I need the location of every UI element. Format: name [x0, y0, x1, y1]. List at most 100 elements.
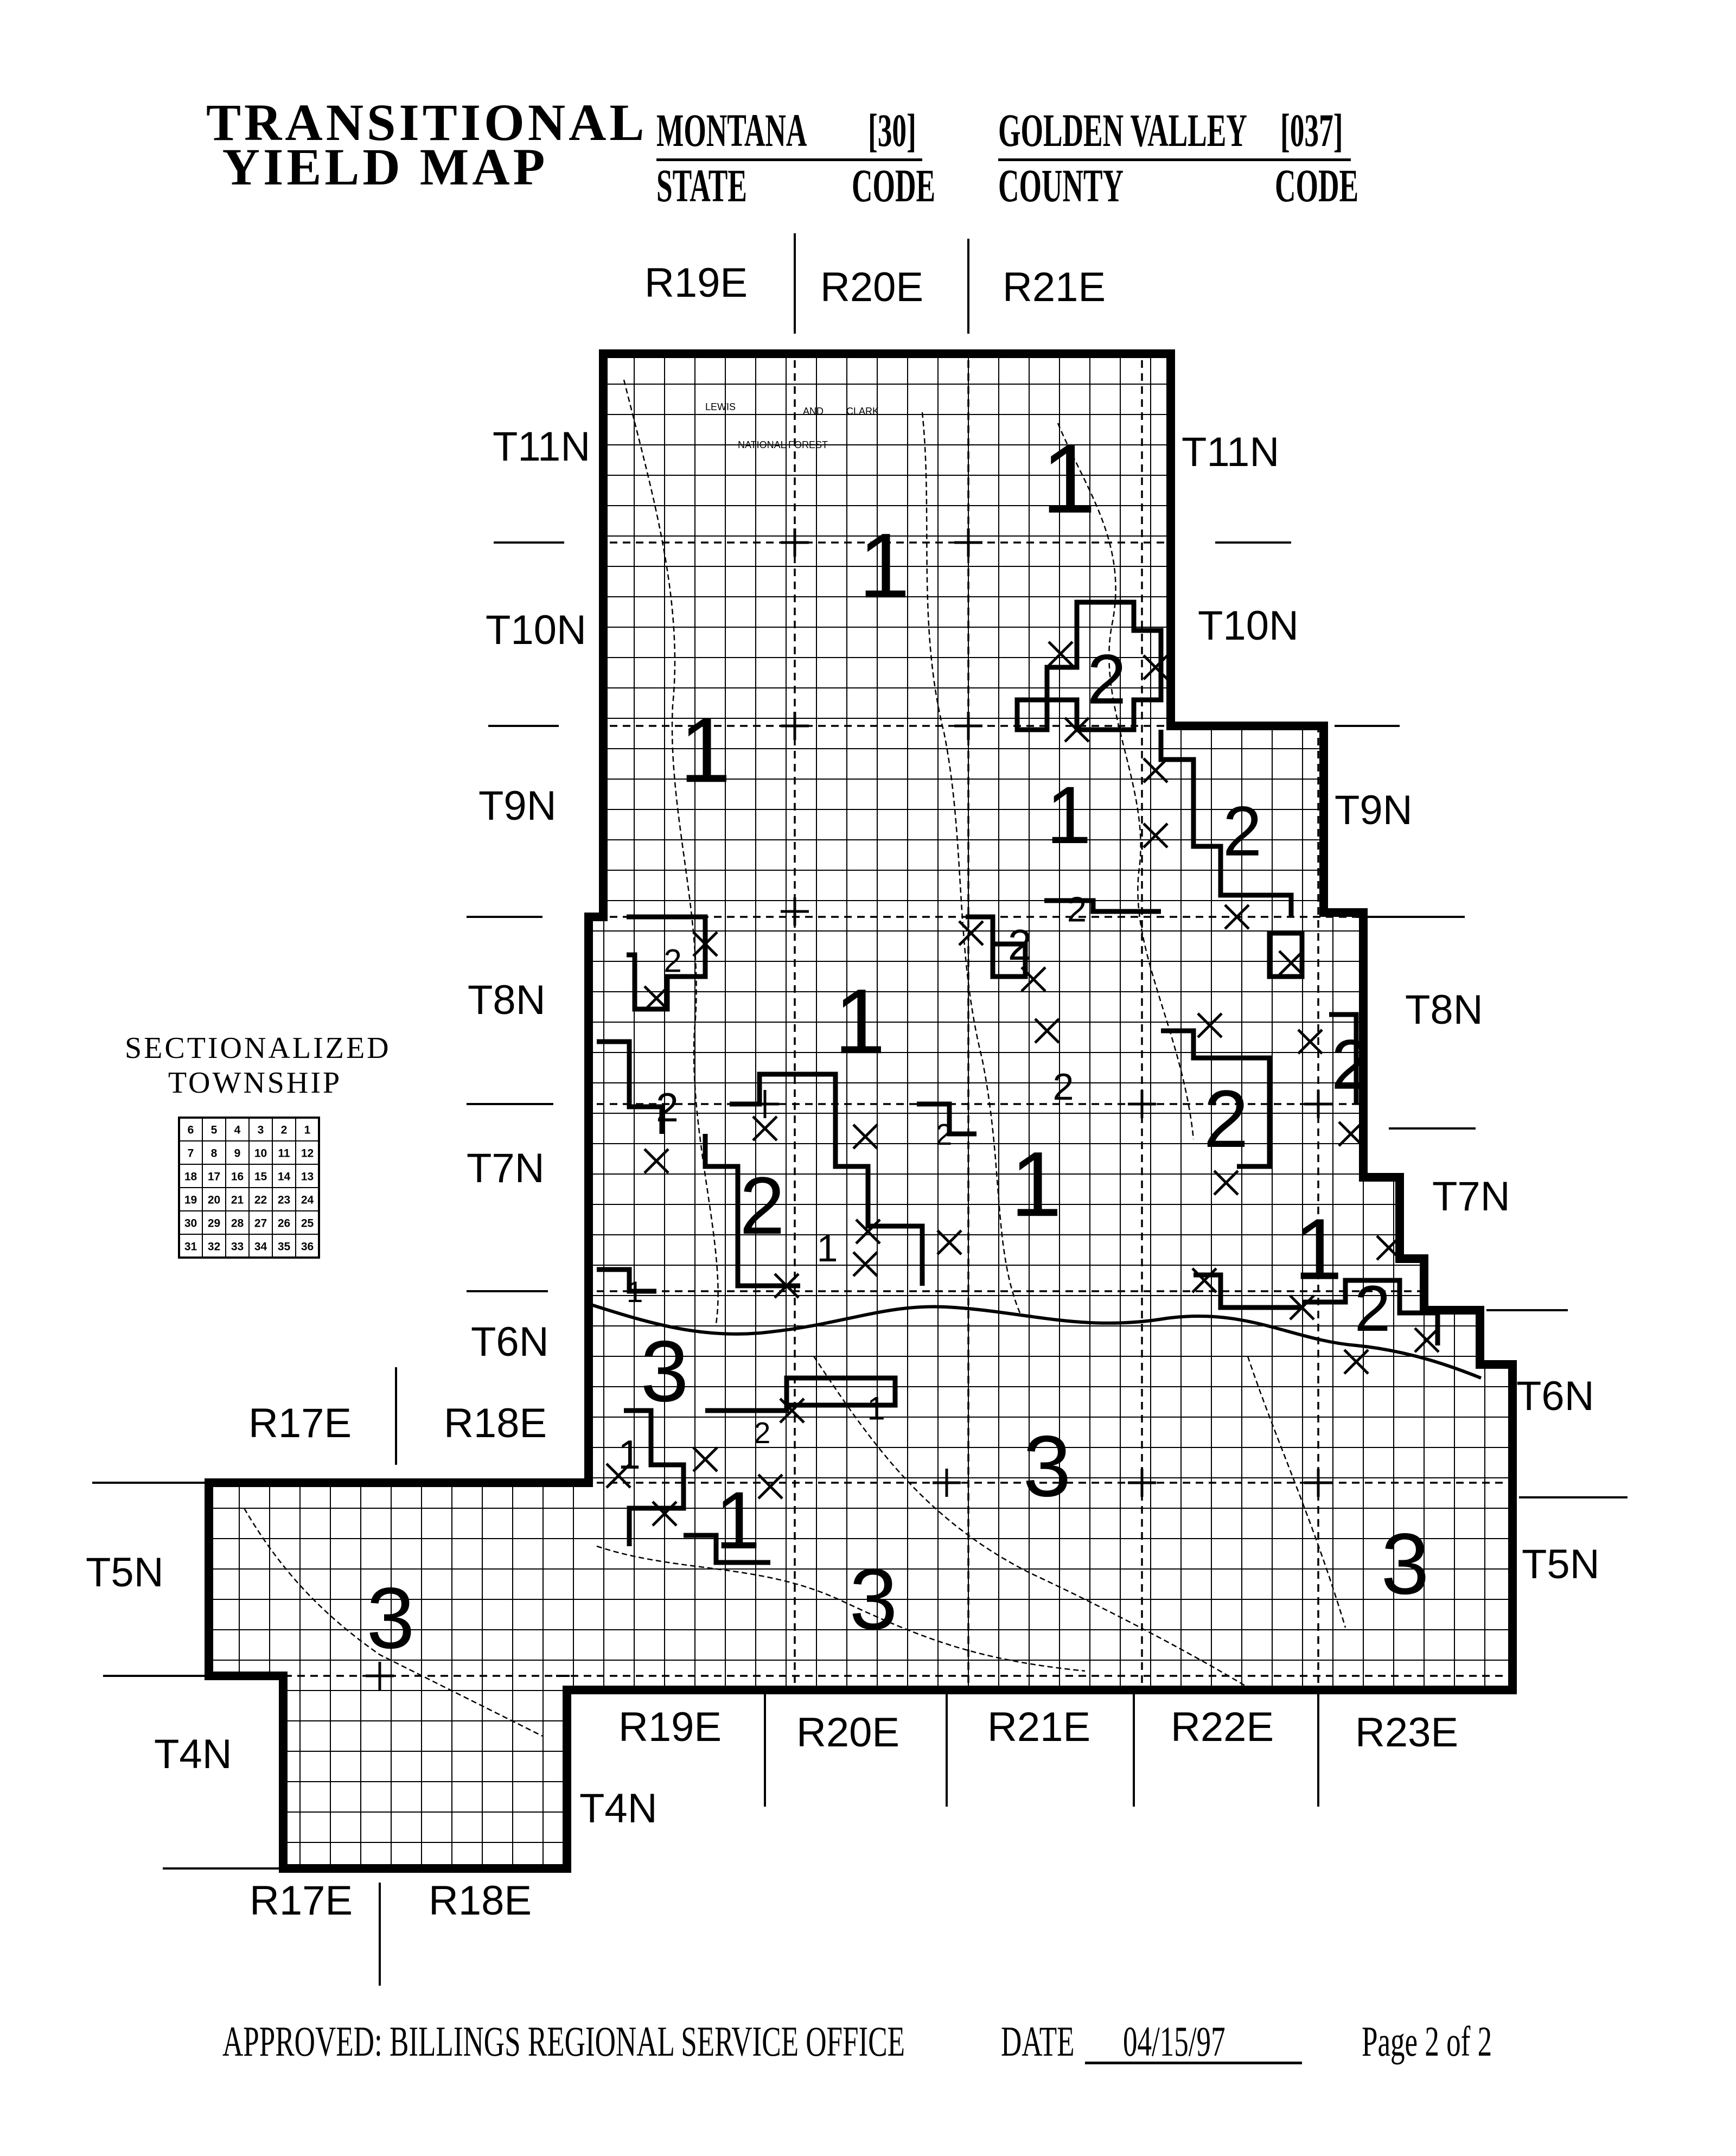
footer-date-label: DATE — [1001, 2018, 1075, 2065]
state-name: MONTANA — [656, 104, 807, 156]
x-mark — [605, 1463, 631, 1489]
legend-cell-number: 9 — [234, 1147, 241, 1160]
yield-zone-label: 3 — [1381, 1515, 1429, 1612]
yield-zone-label: 2 — [1087, 640, 1126, 719]
zone-boundary — [624, 1408, 686, 1546]
forest-label-clark: CLARK — [846, 406, 879, 417]
yield-zone-label: 2 — [663, 943, 681, 979]
footer-date-value: 04/15/97 — [1123, 2018, 1226, 2065]
legend-cell-number: 15 — [254, 1171, 267, 1183]
legend-cell-number: 12 — [301, 1147, 314, 1160]
zone-boundary — [684, 1533, 770, 1565]
forest-label-lewis: LEWIS — [705, 401, 736, 412]
yield-zone-label: 2 — [1008, 921, 1032, 969]
zone-boundary — [597, 1039, 665, 1134]
county-underline — [998, 158, 1351, 161]
township-label-right-t6n: T6N — [1516, 1373, 1594, 1419]
county-label: COUNTY — [998, 160, 1124, 212]
legend-cell-number: 33 — [231, 1241, 244, 1253]
state-underline — [656, 158, 922, 161]
x-mark — [936, 1229, 962, 1255]
x-mark — [643, 1148, 669, 1174]
township-label-left-t6n: T6N — [471, 1319, 549, 1365]
x-mark — [643, 985, 669, 1011]
zone-boundary — [730, 1071, 925, 1286]
range-label-left-r18e: R18E — [444, 1400, 547, 1446]
township-label-right-t9n: T9N — [1335, 787, 1413, 833]
legend-cell-number: 1 — [304, 1124, 311, 1137]
legend-cell — [295, 1234, 320, 1258]
legend-cell-number: 17 — [208, 1171, 220, 1183]
footer-date-underline — [1085, 2062, 1302, 2064]
x-mark — [1020, 966, 1046, 992]
legend-cell-number: 28 — [231, 1217, 244, 1230]
range-label-bottom-r19e: R19E — [618, 1704, 722, 1750]
legend-cell-number: 3 — [258, 1124, 264, 1137]
yield-zone-label: 1 — [715, 1475, 760, 1566]
yield-zone-label: 2 — [936, 1118, 953, 1151]
township-label-right-t5n: T5N — [1522, 1541, 1600, 1587]
yield-zone-label: 3 — [850, 1551, 898, 1648]
x-mark — [958, 920, 984, 946]
legend-cell-number: 19 — [184, 1194, 197, 1207]
x-mark — [1197, 1012, 1223, 1038]
township-label-right-t11n: T11N — [1182, 429, 1280, 475]
x-mark — [1343, 1349, 1369, 1375]
x-mark — [692, 931, 718, 957]
legend-cell-number: 20 — [208, 1194, 220, 1207]
yield-zone-boundaries — [366, 528, 1440, 1690]
stream-line — [1057, 423, 1195, 1140]
township-label-left-t5n: T5N — [86, 1549, 164, 1596]
legend-title: SECTIONALIZED TOWNSHIP — [125, 1031, 391, 1100]
x-mark — [852, 1251, 878, 1277]
legend-cell-number: 21 — [231, 1194, 244, 1207]
legend-cell-number: 14 — [278, 1171, 291, 1183]
yield-zone-label: 3 — [641, 1323, 689, 1420]
x-mark — [1048, 641, 1074, 667]
yield-zone-label: 2 — [1053, 1066, 1074, 1108]
yield-zone-label: 1 — [680, 699, 731, 802]
township-label-right-t10n: T10N — [1198, 603, 1299, 649]
yield-zone-label: 2 — [1203, 1073, 1248, 1164]
yield-zone-label: 1 — [867, 1390, 885, 1427]
legend-cell-number: 8 — [211, 1147, 218, 1160]
range-label-left-lower-r18e: R18E — [429, 1878, 532, 1924]
legend-cell-number: 27 — [254, 1217, 267, 1230]
zone-boundary — [966, 914, 1028, 979]
township-label-left-t4n: T4N — [154, 1731, 232, 1777]
stream-line — [596, 1545, 1086, 1672]
county-code-label: CODE — [1275, 160, 1359, 212]
yield-zone-label: 1 — [859, 514, 910, 617]
forest-label-national: NATIONAL FOREST — [738, 439, 828, 450]
x-mark — [652, 1501, 678, 1527]
yield-zone-label: 2 — [656, 1085, 679, 1130]
stream-line — [921, 412, 1021, 1313]
stream-line — [623, 379, 719, 1324]
yield-zone-label: 2 — [754, 1416, 771, 1450]
x-mark — [692, 1446, 718, 1472]
zone-boundary — [1044, 898, 1161, 914]
range-label-top-r20e: R20E — [820, 264, 924, 310]
yield-zone-label: 2 — [1223, 792, 1262, 871]
x-mark — [1191, 1267, 1217, 1293]
map-detail-lines — [243, 379, 1482, 1737]
township-label-left-t9n: T9N — [478, 783, 557, 829]
county-code: [037] — [1280, 104, 1343, 156]
legend-cell-number: 7 — [188, 1147, 194, 1160]
legend-title-line1: SECTIONALIZED — [125, 1031, 391, 1065]
range-label-top-r19e: R19E — [644, 260, 748, 306]
x-mark — [1297, 1029, 1323, 1055]
legend-cell-number: 24 — [301, 1194, 314, 1207]
range-label-left-r17e: R17E — [248, 1400, 352, 1446]
zone-boundary — [703, 1134, 800, 1289]
county-name: GOLDEN VALLEY — [998, 104, 1247, 156]
footer-approved: APPROVED: BILLINGS REGIONAL SERVICE OFFI… — [222, 2018, 905, 2065]
legend-cell-number: 32 — [208, 1241, 220, 1253]
range-label-left-lower-r17e: R17E — [250, 1878, 353, 1924]
yield-zone-label: 1 — [618, 1432, 641, 1477]
range-label-bottom-r21e: R21E — [987, 1704, 1091, 1750]
yield-zone-label: 1 — [1294, 1201, 1343, 1298]
yield-zone-label: 1 — [834, 970, 886, 1073]
